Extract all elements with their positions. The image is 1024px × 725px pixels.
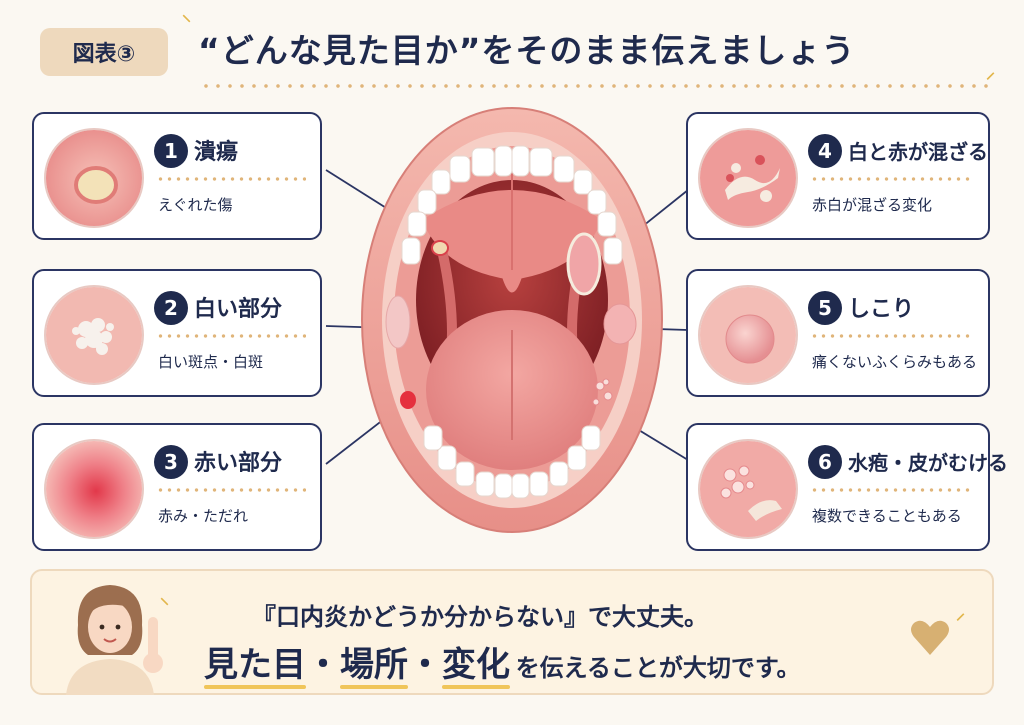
emphasis-location: 場所 (340, 645, 408, 685)
separator-dot: ・ (408, 645, 442, 685)
open-mouth-illustration (352, 100, 672, 540)
lesion-ulcer (431, 240, 449, 256)
card-mixed-red-white: 4 白と赤が混ざる 赤白が混ざる変化 (686, 112, 990, 240)
lesion-lump (603, 303, 637, 345)
lesion-mixed (566, 232, 602, 296)
separator-dot: ・ (306, 645, 340, 685)
white-patch-thumbnail (44, 285, 144, 385)
woman-pointing-icon (66, 585, 163, 695)
title-underline (200, 84, 990, 88)
page-title: “どんな見た目か”をそのまま伝えましょう (198, 31, 856, 70)
card-description: 白い斑点・白斑 (158, 353, 264, 371)
card-red-patch: 3 赤い部分 赤み・ただれ (32, 423, 322, 551)
card-title: 白い部分 (194, 297, 283, 322)
card-description: 赤白が混ざる変化 (812, 196, 933, 214)
reassurance-text: 『口内炎かどうか分からない』で大丈夫。 (252, 603, 708, 631)
sparkle-icon: ⸌ (182, 12, 191, 33)
card-title: 潰瘍 (194, 140, 239, 165)
header: 図表③ ⸌ “どんな見た目か”をそのまま伝えましょう ⸝ (0, 0, 1024, 95)
number-badge: 2 (154, 291, 188, 325)
lesion-blister (592, 378, 613, 406)
lump-thumbnail (698, 285, 798, 385)
separator (810, 177, 970, 181)
sparkle-icon: ⸝ (986, 62, 995, 83)
sparkle-icon: ⸌ (160, 595, 169, 616)
card-description: 赤み・ただれ (158, 507, 249, 525)
number-badge: 5 (808, 291, 842, 325)
emphasis-appearance: 見た目 (204, 645, 306, 685)
number-badge: 3 (154, 445, 188, 479)
card-description: えぐれた傷 (158, 196, 233, 214)
separator (156, 488, 306, 492)
separator (810, 334, 970, 338)
red-patch-thumbnail (44, 439, 144, 539)
mixed-patch-thumbnail (698, 128, 798, 228)
card-title: 白と赤が混ざる (848, 140, 988, 164)
sparkle-icon: ⸝ (956, 603, 965, 624)
card-title: 水疱・皮がむける (848, 451, 1008, 475)
message-panel: ⸌ 『口内炎かどうか分からない』で大丈夫。 見た目・場所・変化 を伝えることが大… (30, 569, 994, 695)
figure-tag: 図表③ (40, 28, 168, 76)
card-description: 複数できることもある (812, 507, 962, 525)
number-badge: 6 (808, 445, 842, 479)
lesion-white (385, 295, 411, 349)
blister-thumbnail (698, 439, 798, 539)
emphasis-change: 変化 (442, 645, 510, 685)
number-badge: 1 (154, 134, 188, 168)
card-white-patch: 2 白い部分 白い斑点・白斑 (32, 269, 322, 397)
card-title: 赤い部分 (194, 451, 283, 476)
card-lump: 5 しこり 痛くないふくらみもある (686, 269, 990, 397)
separator (156, 334, 306, 338)
separator (810, 488, 970, 492)
card-title: しこり (848, 297, 915, 322)
message-rest: を伝えることが大切です。 (515, 654, 801, 682)
ulcer-thumbnail (44, 128, 144, 228)
card-ulcer: 1 潰瘍 えぐれた傷 (32, 112, 322, 240)
card-blister: 6 水疱・皮がむける 複数できることもある (686, 423, 1008, 551)
heart-icon (911, 620, 949, 655)
lesion-red (400, 391, 416, 409)
separator (156, 177, 306, 181)
number-badge: 4 (808, 134, 842, 168)
card-description: 痛くないふくらみもある (812, 353, 978, 371)
key-message: 見た目・場所・変化 を伝えることが大切です。 (204, 637, 800, 686)
